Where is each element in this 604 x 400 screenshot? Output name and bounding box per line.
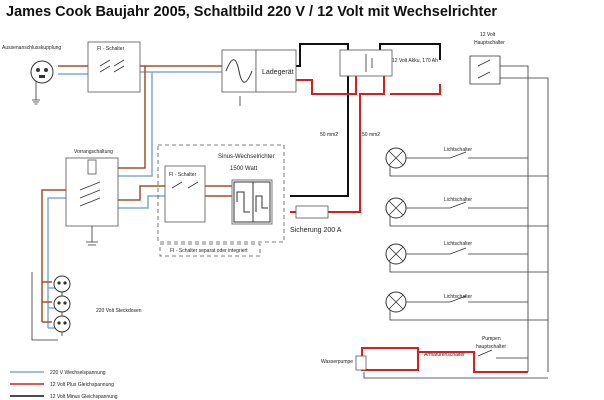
charger: Ladegerät	[221, 49, 297, 93]
fi-inverter-label: FI - Schalter	[169, 172, 197, 178]
main-switch-label-2: Hauptschalter	[474, 40, 505, 46]
fi-top-label: FI - Schalter	[97, 46, 125, 52]
lamp-circuit-3: Lichtschalter	[385, 241, 548, 273]
main-switch: 12 Volt Hauptschalter	[469, 32, 505, 85]
main-switch-label-1: 12 Volt	[480, 32, 496, 38]
priority-switch: Vorrangschaltung	[65, 149, 119, 246]
sockets: 220 Volt Steckdosen	[53, 275, 142, 336]
lamp-circuit-2: Lichtschalter	[385, 197, 548, 227]
pump-label-2: hauptschalter	[476, 344, 506, 350]
inlet-label: Aussenanschlusskupplung	[2, 45, 61, 51]
water-pump-label: Wasserpumpe	[321, 359, 353, 365]
fitting-switch-label: Armaturenschalter	[424, 352, 465, 358]
inverter-title: Sinus-Wechselrichter	[218, 154, 275, 160]
inverter-watt: 1500 Watt	[230, 166, 257, 172]
light-switch-label-1: Lichtschalter	[444, 147, 472, 153]
fuse-label: Sicherung 200 A	[290, 227, 342, 234]
cable-black-label: 50 mm2	[320, 132, 338, 138]
inlet-socket: Aussenanschlusskupplung	[2, 45, 61, 84]
dc-wiring	[290, 43, 549, 372]
pump-label-1: Pumpen	[482, 336, 501, 342]
legend-label-ac: 220 V Wechselspannung	[50, 370, 106, 376]
light-switch-label-3: Lichtschalter	[444, 241, 472, 247]
battery: 12 Volt Akku, 170 Ah	[339, 49, 438, 77]
lamp-circuit-1: Lichtschalter	[385, 147, 548, 177]
fi-note: FI - Schalter separat oder integriert	[170, 248, 248, 254]
light-switch-label-2: Lichtschalter	[444, 197, 472, 203]
fuse: Sicherung 200 A	[290, 205, 342, 234]
fi-switch-top: FI - Schalter	[87, 41, 141, 93]
charger-label: Ladegerät	[262, 69, 294, 76]
lamp-circuit-4: Lichtschalter	[385, 291, 548, 321]
cable-red-label: 50 mm2	[362, 132, 380, 138]
sockets-label: 220 Volt Steckdosen	[96, 308, 142, 314]
pump-circuit: Pumpen hauptschalter Armaturenschalter W…	[321, 336, 548, 379]
priority-label: Vorrangschaltung	[74, 149, 113, 155]
inverter-group: FI - Schalter Sinus-Wechselrichter 1500 …	[157, 144, 285, 257]
legend-label-plus: 12 Volt Plus Gleichspannung	[50, 382, 114, 388]
legend: 220 V Wechselspannung 12 Volt Plus Gleic…	[10, 370, 118, 400]
light-switch-label-4: Lichtschalter	[444, 294, 472, 300]
legend-label-minus: 12 Volt Minus Gleichspannung	[50, 394, 118, 400]
battery-label: 12 Volt Akku, 170 Ah	[392, 58, 438, 64]
diagram-title: James Cook Baujahr 2005, Schaltbild 220 …	[6, 4, 497, 20]
